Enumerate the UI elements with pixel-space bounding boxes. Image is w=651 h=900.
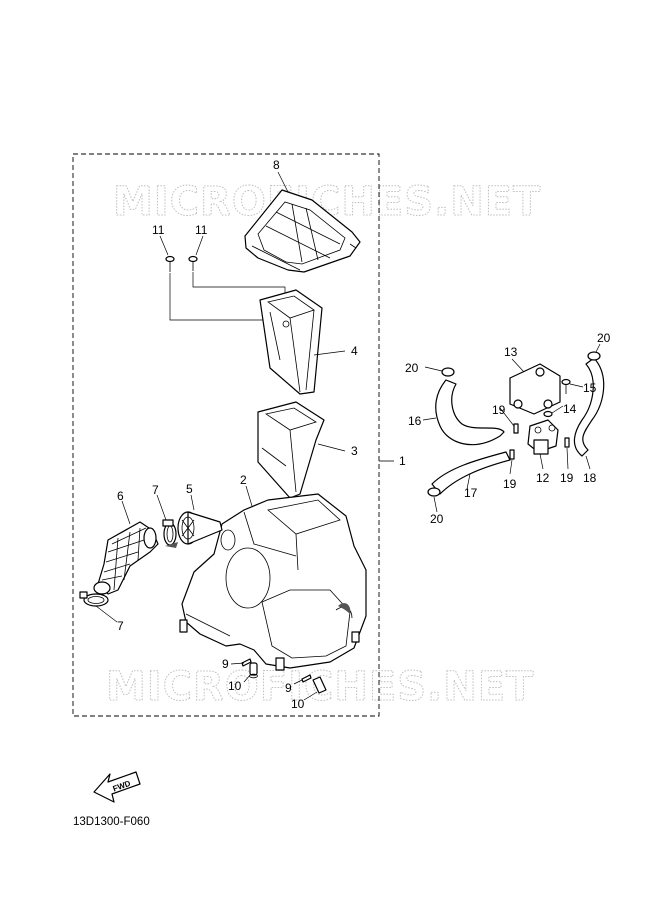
callout-17: 17 — [464, 486, 478, 500]
callout-15: 15 — [583, 381, 597, 395]
part-4-filter-guide — [259, 289, 323, 395]
part-12-air-induction-valve — [527, 419, 559, 455]
callout-12: 12 — [536, 471, 550, 485]
part-18-hose — [573, 357, 605, 457]
callout-18: 18 — [583, 471, 597, 485]
part-10-plug-right — [312, 676, 327, 694]
callout-7-upper: 7 — [152, 483, 159, 497]
part-20-clamp-a — [441, 367, 455, 377]
part-20-clamp-b — [587, 351, 601, 361]
part-19-clip-a — [513, 423, 519, 434]
part-20-clamp-c — [427, 487, 441, 497]
part-7-clamp-upper — [162, 519, 178, 548]
callout-19-c: 19 — [560, 471, 574, 485]
part-3-joint — [257, 401, 325, 499]
screw-leader-left — [169, 273, 285, 321]
callout-9-right: 9 — [285, 681, 292, 695]
part-11-screw-left — [165, 255, 175, 272]
part-13-bracket — [509, 363, 561, 415]
callout-8: 8 — [273, 158, 280, 172]
callout-14: 14 — [563, 402, 577, 416]
callout-11-right: 11 — [195, 223, 208, 237]
screw-leader-right — [192, 272, 286, 300]
part-16-hose — [435, 379, 505, 446]
part-8-filter-cover — [244, 189, 361, 273]
leader-lines — [95, 171, 601, 701]
part-9-clip-left — [241, 658, 252, 667]
part-19-clip-c — [564, 437, 570, 448]
callout-19-a: 19 — [492, 403, 506, 417]
callout-10-right: 10 — [291, 697, 305, 711]
callout-4: 4 — [351, 344, 358, 358]
part-2-air-filter-case — [179, 493, 367, 671]
part-6-intake-hose — [93, 521, 159, 595]
callout-9-left: 9 — [222, 657, 229, 671]
part-19-clip-b — [509, 449, 515, 460]
callout-7-lower: 7 — [117, 619, 124, 633]
fwd-arrow-icon: FWD — [93, 771, 141, 803]
callout-20-c: 20 — [430, 512, 444, 526]
callout-5: 5 — [186, 482, 193, 496]
part-14-screw — [543, 410, 553, 418]
callout-2: 2 — [240, 473, 247, 487]
part-9-clip-right — [301, 674, 312, 683]
callout-labels: 1 2 3 4 5 6 7 7 8 9 9 10 10 11 11 12 13 … — [117, 158, 611, 711]
assembly-boundary — [72, 153, 380, 717]
part-5-funnel — [177, 511, 223, 545]
callout-6: 6 — [117, 489, 124, 503]
callout-10-left: 10 — [228, 679, 242, 693]
part-17-hose — [431, 451, 511, 495]
callout-1: 1 — [399, 454, 406, 468]
callout-20-a: 20 — [405, 361, 419, 375]
part-15-bolt — [561, 378, 571, 394]
callout-11-left: 11 — [152, 223, 165, 237]
part-11-screw-right — [188, 255, 198, 271]
callout-16: 16 — [408, 414, 422, 428]
callout-20-b: 20 — [597, 331, 611, 345]
callout-19-b: 19 — [503, 477, 517, 491]
callout-3: 3 — [351, 444, 358, 458]
callout-13: 13 — [504, 345, 518, 359]
diagram-code: 13D1300-F060 — [73, 816, 150, 828]
part-7-clamp-lower — [79, 591, 109, 607]
